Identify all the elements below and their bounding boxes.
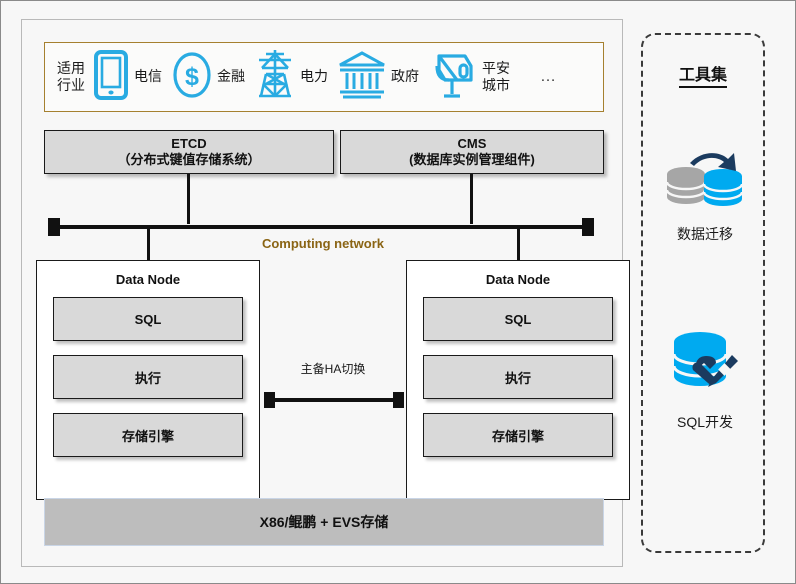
computing-network-label: Computing network <box>261 236 385 251</box>
computing-network-bus <box>24 207 618 247</box>
industry-item-safe-city: 平安 城市 <box>427 48 516 107</box>
industry-item-telecom-label: 电信 <box>134 68 162 85</box>
cctv-camera-icon <box>427 48 479 107</box>
svg-text:$: $ <box>185 63 199 91</box>
etcd-subtitle: （分布式键值存储系统） <box>117 152 261 167</box>
architecture-panel: 适用 行业 电信 $ 金融 <box>21 19 630 567</box>
industry-bar-label: 适用 行业 <box>57 59 85 93</box>
industry-item-power: 电力 <box>253 48 334 107</box>
toolset-title-text: 工具集 <box>678 67 727 88</box>
etcd-title: ETCD <box>171 135 207 151</box>
industry-item-power-label: 电力 <box>300 68 328 85</box>
data-node-left: Data Node SQL 执行 存储引擎 <box>36 260 260 500</box>
industry-ellipsis: … <box>540 68 557 85</box>
data-node-left-layer-sql: SQL <box>53 297 243 341</box>
industry-item-government: 政府 <box>336 49 425 106</box>
data-node-right: Data Node SQL 执行 存储引擎 <box>406 260 630 500</box>
data-node-right-layer-storage-engine: 存储引擎 <box>423 413 613 457</box>
industry-bar: 适用 行业 电信 $ 金融 <box>44 42 604 112</box>
tool-data-migration[interactable]: 数据迁移 <box>643 145 767 244</box>
sql-development-icon <box>662 325 748 404</box>
cms-box: CMS (数据库实例管理组件) <box>340 130 604 174</box>
data-node-right-layers: SQL 执行 存储引擎 <box>407 297 629 457</box>
etcd-box: ETCD （分布式键值存储系统） <box>44 130 334 174</box>
data-node-left-title: Data Node <box>115 272 181 287</box>
tool-data-migration-label: 数据迁移 <box>677 226 733 242</box>
data-node-left-layers: SQL 执行 存储引擎 <box>37 297 259 457</box>
power-tower-icon <box>253 48 297 107</box>
dollar-circle-icon: $ <box>170 49 214 106</box>
industry-item-telecom: 电信 <box>91 49 168 106</box>
data-migration-icon <box>660 145 750 216</box>
industry-item-finance-label: 金融 <box>217 68 245 85</box>
industry-item-government-label: 政府 <box>391 68 419 85</box>
toolset-panel: 工具集 <box>641 33 765 553</box>
infrastructure-bar: X86/鲲鹏 + EVS存储 <box>44 498 604 546</box>
cms-connector-line <box>470 174 473 224</box>
data-node-left-layer-execution: 执行 <box>53 355 243 399</box>
industry-item-finance: $ 金融 <box>170 49 251 106</box>
data-node-right-layer-execution: 执行 <box>423 355 613 399</box>
cms-subtitle: (数据库实例管理组件) <box>409 152 535 167</box>
industry-item-safe-city-label: 平安 城市 <box>482 59 510 93</box>
cms-title: CMS <box>457 135 487 151</box>
tool-sql-development[interactable]: SQL开发 <box>643 325 767 432</box>
tablet-icon <box>91 49 131 106</box>
data-node-left-layer-storage-engine: 存储引擎 <box>53 413 243 457</box>
ha-switch-arrow <box>239 380 429 420</box>
data-node-right-title: Data Node <box>485 272 551 287</box>
ha-switch-label: 主备HA切换 <box>300 362 366 376</box>
tool-sql-development-label: SQL开发 <box>676 414 733 430</box>
data-node-right-layer-sql: SQL <box>423 297 613 341</box>
toolset-title: 工具集 <box>643 61 763 88</box>
etcd-connector-line <box>187 174 190 224</box>
bank-building-icon <box>336 49 388 106</box>
